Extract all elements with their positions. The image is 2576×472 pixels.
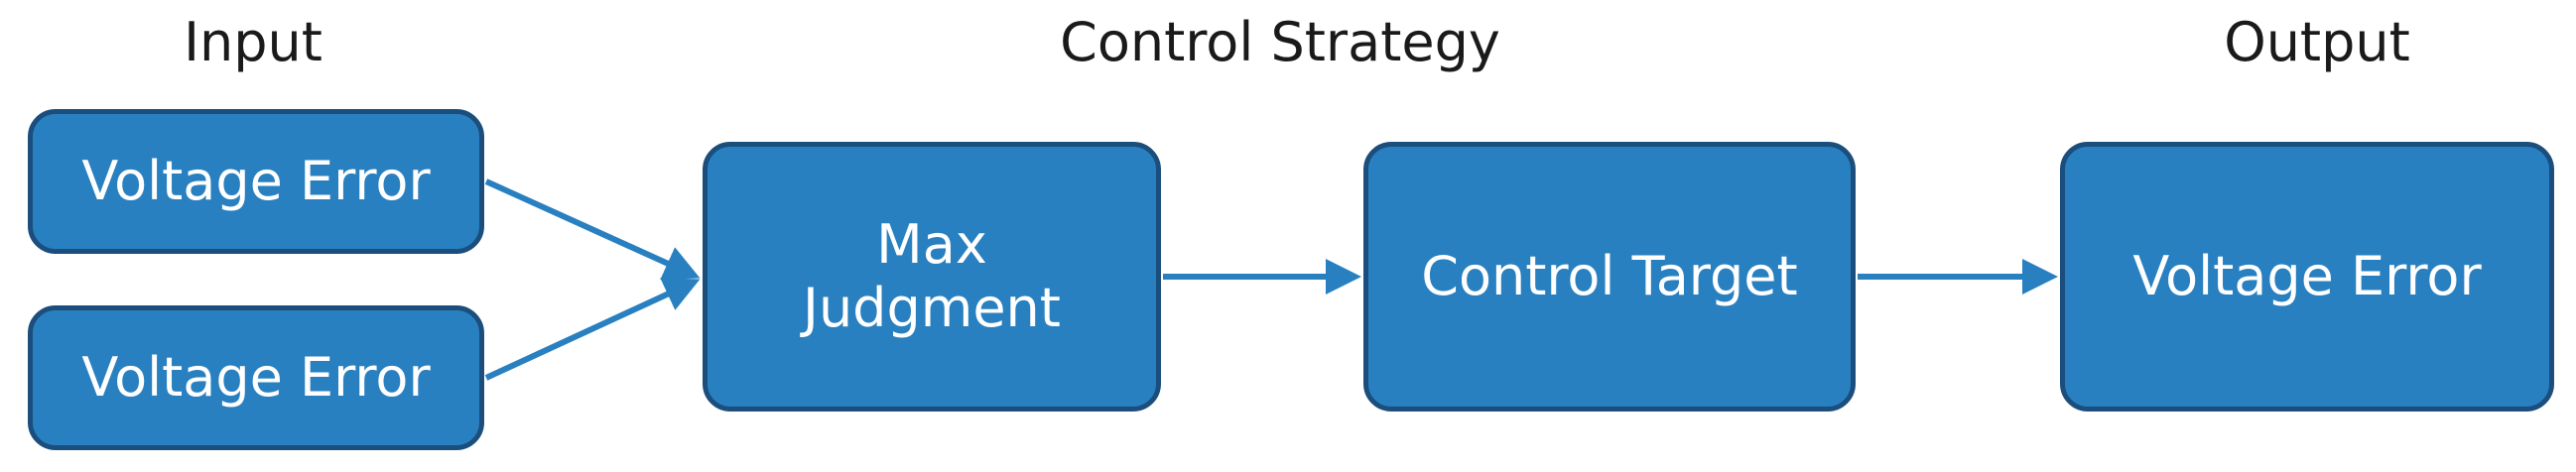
input-voltage-error-box-1: Voltage Error [28,109,484,254]
input-heading: Input [184,11,322,73]
output-heading: Output [2224,11,2410,73]
max-judgment-label: Max Judgment [803,213,1061,339]
input-voltage-error-label-1: Voltage Error [81,150,431,212]
control-strategy-heading: Control Strategy [1060,11,1500,73]
arrow-input1-to-max [484,178,701,281]
max-judgment-box: Max Judgment [703,142,1161,412]
control-target-box: Control Target [1363,142,1856,412]
control-target-label: Control Target [1421,245,1798,307]
input-voltage-error-label-2: Voltage Error [81,346,431,409]
arrow-input2-to-max [484,278,701,381]
output-voltage-error-box: Voltage Error [2060,142,2554,412]
input-voltage-error-box-2: Voltage Error [28,305,484,450]
output-voltage-error-label: Voltage Error [2132,245,2482,307]
